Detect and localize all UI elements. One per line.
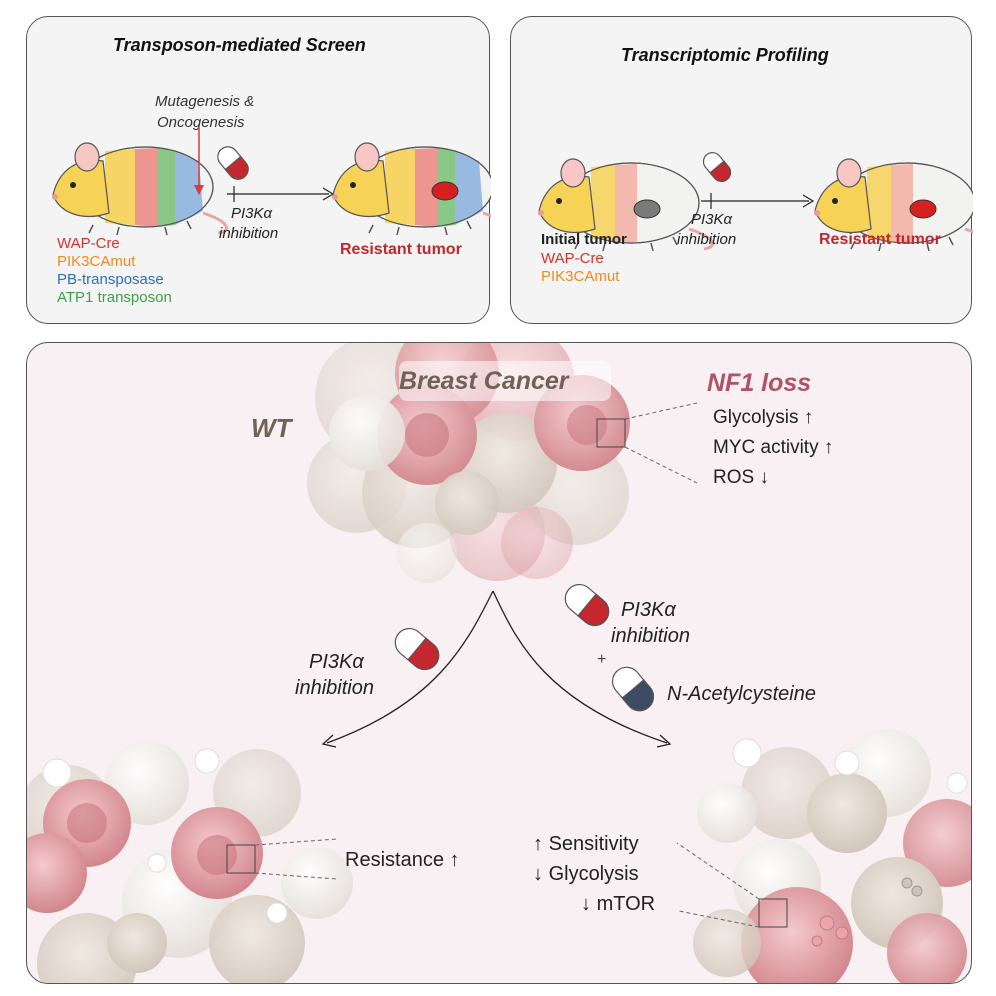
panel-title: Transposon-mediated Screen <box>113 35 366 55</box>
mouse-icon <box>538 158 714 252</box>
legend-wap-cre: WAP-Cre <box>57 235 120 252</box>
mouse-icon <box>814 158 973 252</box>
legend-wap-cre: WAP-Cre <box>541 250 604 267</box>
outcome-mtor: ↓ mTOR <box>581 893 656 915</box>
treatment-label-line2: inhibition <box>677 231 737 248</box>
legend-pb-transposase: PB-transposase <box>57 271 164 288</box>
pill-icon <box>394 627 440 671</box>
treatment-label-line2: inhibition <box>219 225 279 242</box>
nf1-loss-label: NF1 loss <box>707 369 812 397</box>
profiling-illustration <box>538 152 973 252</box>
combo-drug-label: N-Acetylcysteine <box>667 683 816 705</box>
step-label-line1: Mutagenesis & <box>155 93 255 110</box>
resistance-outcome: Resistance ↑ <box>345 849 460 871</box>
legend-pik3camut: PIK3CAmut <box>541 268 620 285</box>
right-treatment-line2: inhibition <box>611 625 690 647</box>
right-treatment-line1: PI3Kα <box>621 599 676 621</box>
outcome-sensitivity: ↑ Sensitivity <box>533 833 639 855</box>
legend-atp1-transposon: ATP1 transposon <box>57 289 172 306</box>
breast-cancer-illustration <box>27 343 971 983</box>
initial-tumor-label: Initial tumor <box>541 231 627 248</box>
resistant-cell-cluster <box>27 741 353 983</box>
tumor-cluster <box>307 343 630 583</box>
left-treatment-line2: inhibition <box>295 677 374 699</box>
wt-label: WT <box>251 413 292 443</box>
resistant-tumor-label: Resistant tumor <box>340 241 462 258</box>
resistant-tumor-label: Resistant tumor <box>819 231 941 248</box>
transcriptomic-profiling-panel: Transcriptomic Profiling <box>510 16 973 324</box>
step-label-line2: Oncogenesis <box>157 114 245 131</box>
nf1-effect-ros: ROS ↓ <box>713 467 769 488</box>
sensitive-cell-cluster <box>693 729 971 983</box>
panel-title: Transcriptomic Profiling <box>621 45 829 65</box>
left-treatment-line1: PI3Kα <box>309 651 364 673</box>
outcome-glycolysis: ↓ Glycolysis <box>533 863 639 885</box>
pill-icon <box>217 146 249 180</box>
plus-sign: + <box>597 651 607 668</box>
treatment-label-line1: PI3Kα <box>691 211 733 228</box>
pill-icon <box>564 583 610 627</box>
breast-cancer-panel: Breast Cancer WT NF1 loss Glycolysis ↑ M… <box>26 342 972 984</box>
mouse-icon <box>332 142 491 236</box>
nf1-effect-glycolysis: Glycolysis ↑ <box>713 407 814 428</box>
mouse-icon <box>52 142 228 236</box>
nf1-effect-myc: MYC activity ↑ <box>713 437 834 458</box>
transposon-screen-panel: Transposon-mediated Screen Mutagenesis &… <box>26 16 491 324</box>
capsule-icon <box>611 666 655 712</box>
treatment-label-line1: PI3Kα <box>231 205 273 222</box>
legend-pik3camut: PIK3CAmut <box>57 253 136 270</box>
screen-illustration <box>52 127 491 236</box>
pill-icon <box>702 152 732 182</box>
breast-cancer-title: Breast Cancer <box>399 367 569 395</box>
